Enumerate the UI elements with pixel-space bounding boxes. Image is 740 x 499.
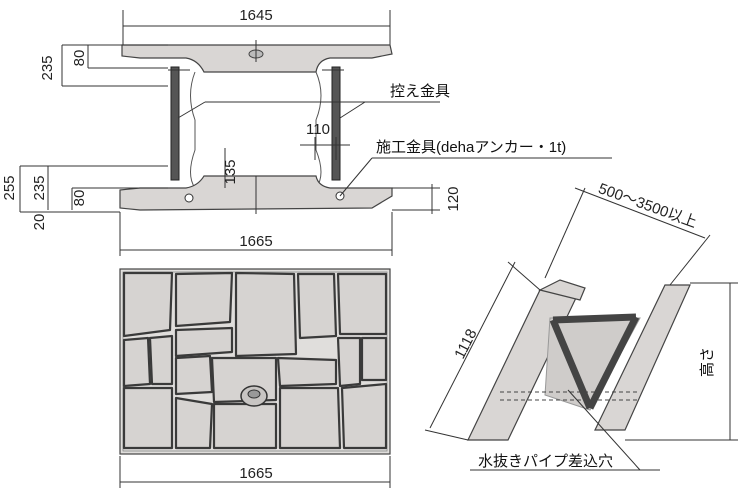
dim-1118: 1118 (451, 326, 480, 361)
right-bracket (331, 66, 341, 181)
iso-back-slab (594, 284, 691, 431)
dim-235-top: 235 (39, 55, 56, 80)
dim-80: 80 (71, 190, 88, 207)
dim-120: 120 (445, 186, 462, 211)
anchor-hole-left (184, 193, 194, 203)
dim-80-top: 80 (71, 50, 88, 67)
label-anchor: 施工金具(dehaアンカー・1t) (376, 139, 566, 156)
label-drain: 水抜きパイプ差込穴 (478, 453, 613, 470)
dim-255: 255 (1, 175, 18, 200)
dim-range: 500～3500以上 (596, 180, 699, 231)
dim-1665-top: 1665 (239, 233, 272, 250)
label-bracket: 控え金具 (390, 83, 450, 100)
dim-1665-plan: 1665 (239, 465, 272, 482)
dim-110: 110 (306, 121, 330, 138)
iso-bracket (586, 315, 640, 410)
dim-135: 135 (222, 159, 239, 184)
label-height: 高さ (699, 347, 716, 377)
dim-1645: 1645 (239, 7, 272, 24)
dim-235: 235 (31, 175, 48, 200)
iso-front-top (538, 279, 586, 301)
left-bracket (170, 66, 180, 181)
dim-20: 20 (31, 214, 48, 231)
